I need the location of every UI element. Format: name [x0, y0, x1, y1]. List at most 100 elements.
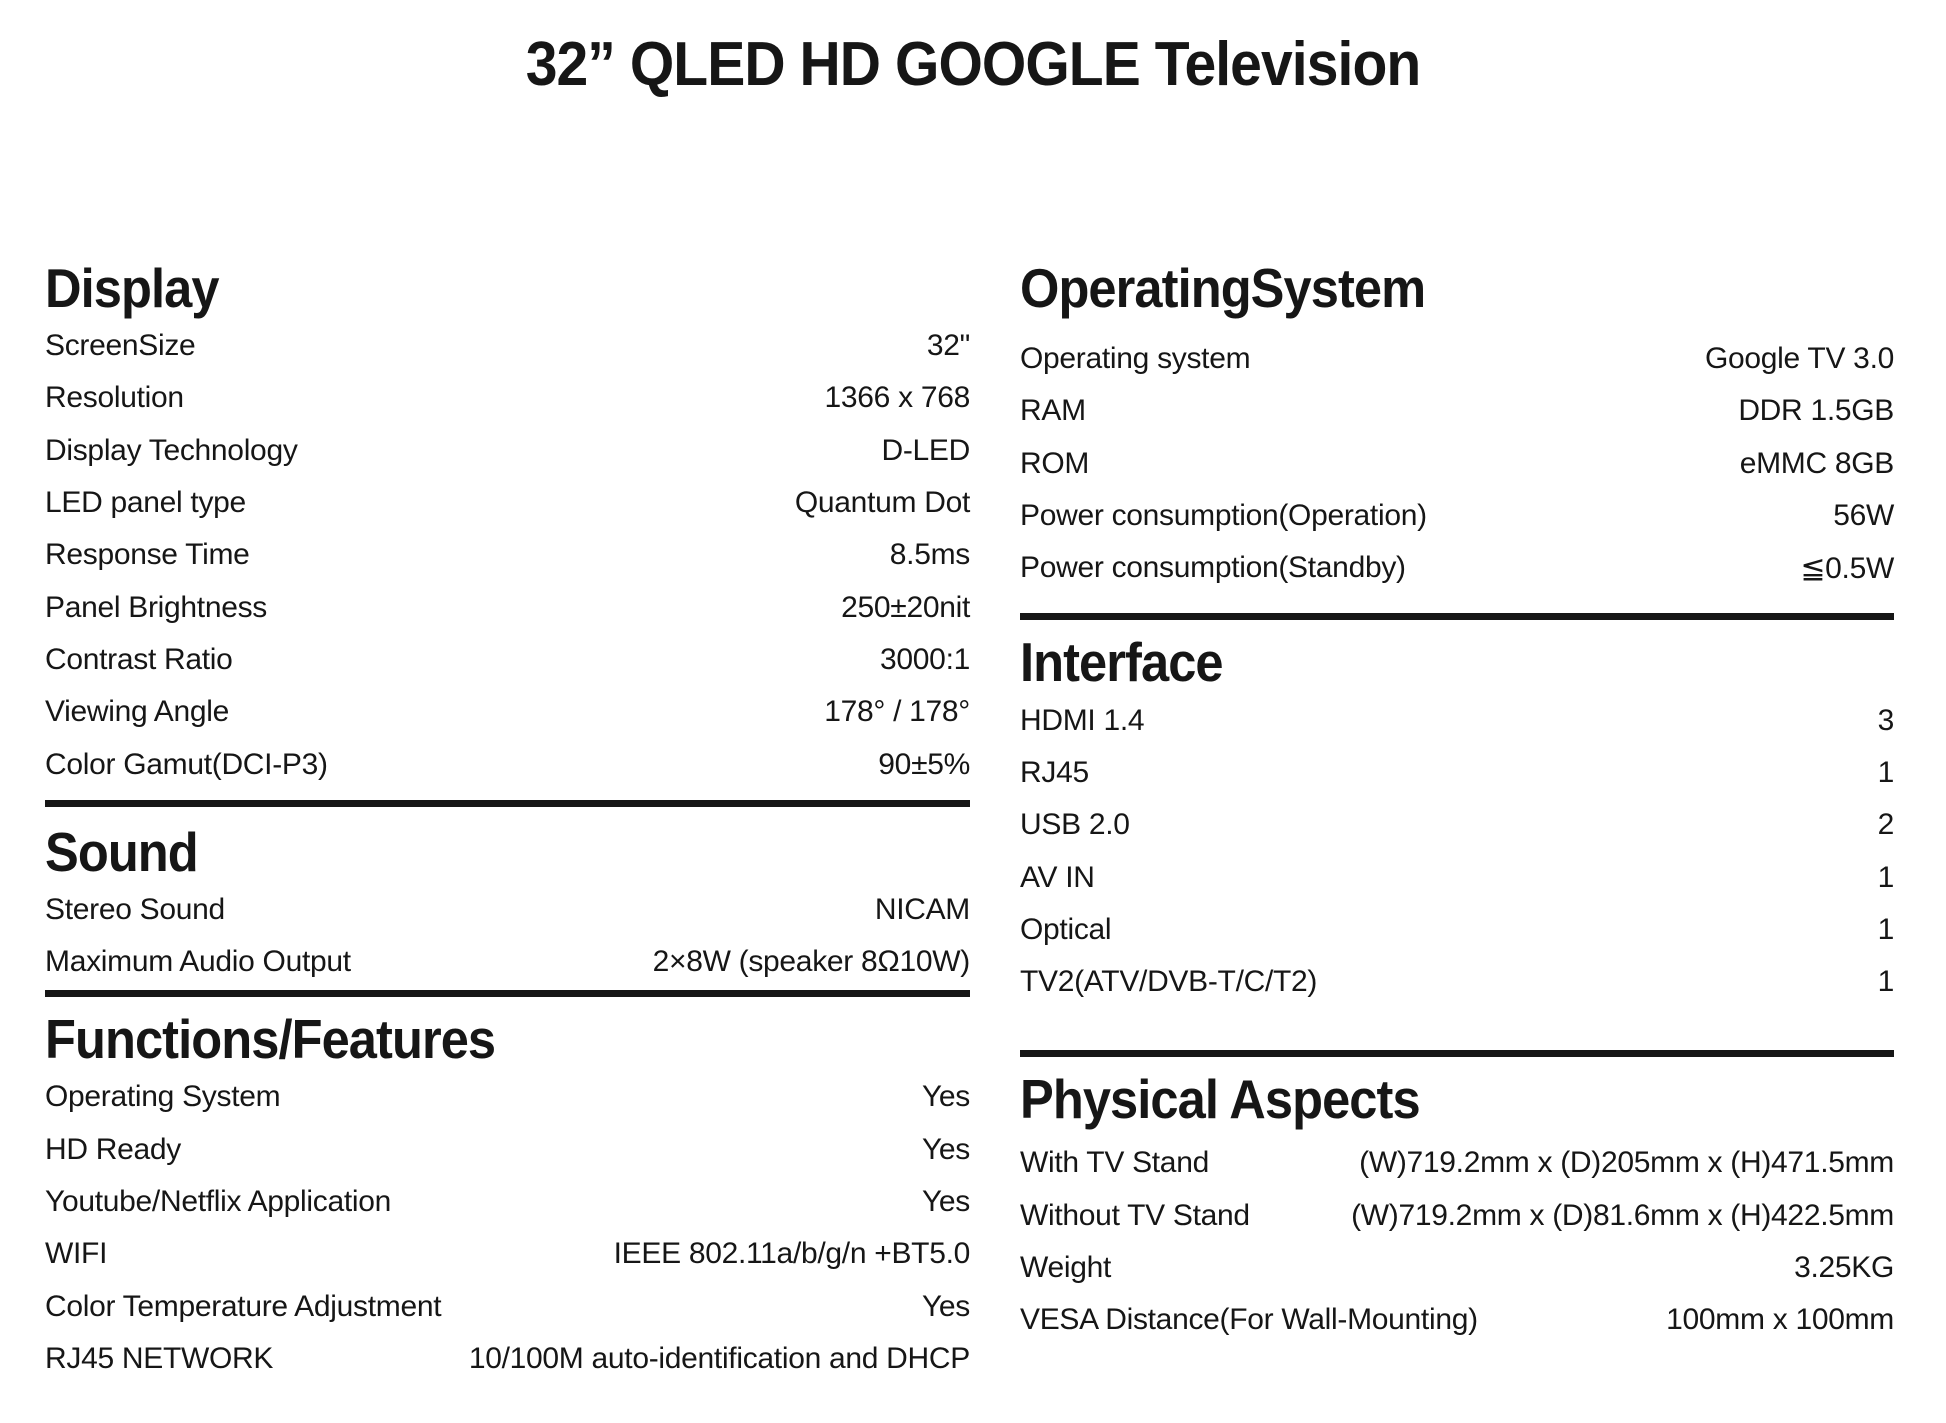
spec-label: Stereo Sound [45, 892, 225, 926]
spec-row: Color Gamut(DCI-P3) 90±5% [45, 738, 970, 790]
spec-label: With TV Stand [1020, 1146, 1209, 1180]
spec-value: 250±20nit [841, 590, 970, 624]
spec-row: Panel Brightness 250±20nit [45, 581, 970, 633]
spec-label: Color Gamut(DCI-P3) [45, 747, 328, 781]
spec-row: RJ45 1 [1020, 747, 1894, 799]
spec-value: (W)719.2mm x (D)205mm x (H)471.5mm [1359, 1146, 1894, 1180]
spec-value: Google TV 3.0 [1704, 342, 1894, 376]
divider [1020, 613, 1894, 621]
spec-row: Power consumption(Standby) ≦0.5W [1020, 542, 1894, 594]
spec-value: 1 [1877, 912, 1895, 946]
section-heading-interface: Interface [1020, 631, 1224, 694]
spec-label: HD Ready [45, 1132, 181, 1166]
spec-label: Resolution [45, 381, 184, 415]
spec-value: 56W [1833, 499, 1894, 533]
spec-row: Contrast Ratio 3000:1 [45, 634, 970, 686]
spec-value: 178° / 178° [824, 695, 970, 729]
spec-value: eMMC 8GB [1739, 446, 1895, 480]
spec-label: RAM [1020, 394, 1086, 428]
spec-row: ROM eMMC 8GB [1020, 438, 1894, 490]
spec-label: ROM [1020, 446, 1090, 480]
spec-label: RJ45 [1020, 755, 1089, 789]
spec-label: LED panel type [45, 486, 246, 520]
spec-label: Display Technology [45, 433, 298, 467]
spec-row: USB 2.0 2 [1020, 799, 1894, 851]
left-column: Display ScreenSize 32" Resolution 1366 x 76… [45, 0, 970, 1385]
spec-value: 100mm x 100mm [1666, 1303, 1894, 1337]
physical-aspects-rows: With TV Stand (W)719.2mm x (D)205mm x (H)… [1020, 1137, 1894, 1346]
spec-label: Weight [1020, 1251, 1112, 1284]
spec-value: 10/100M auto-identification and DHCP [468, 1341, 970, 1375]
spec-row: ScreenSize 32" [45, 320, 970, 372]
spec-row: Display Technology D-LED [45, 425, 970, 477]
spec-label: RJ45 NETWORK [45, 1341, 274, 1375]
section-heading-display: Display [45, 257, 219, 319]
spec-value: IEEE 802.11a/b/g/n +BT5.0 [613, 1237, 971, 1271]
spec-row: With TV Stand (W)719.2mm x (D)205mm x (H)… [1020, 1137, 1894, 1189]
spec-row: Optical 1 [1020, 904, 1894, 956]
spec-value: 1 [1877, 860, 1895, 894]
section-heading-sound: Sound [45, 820, 199, 883]
spec-row: Without TV Stand (W)719.2mm x (D)81.6mm x… [1020, 1190, 1894, 1242]
spec-label: WIFI [45, 1237, 108, 1271]
spec-row: RJ45 NETWORK 10/100M auto-identification … [45, 1333, 970, 1385]
spec-value: ≦0.5W [1800, 551, 1894, 585]
spec-label: TV2(ATV/DVB-T/C/T2) [1020, 965, 1318, 999]
spec-value: Quantum Dot [794, 486, 970, 520]
spec-value: 1 [1877, 755, 1895, 789]
spec-value: 8.5ms [889, 538, 971, 572]
spec-row: TV2(ATV/DVB-T/C/T2)1 [1020, 956, 1894, 1008]
spec-value: 1366 x 768 [824, 381, 971, 415]
spec-label: HDMI 1.4 [1020, 703, 1145, 737]
spec-row: Stereo Sound NICAM [45, 884, 970, 936]
spec-label: Response Time [45, 538, 250, 572]
spec-label: Optical [1020, 912, 1112, 946]
spec-row: Viewing Angle 178° / 178° [45, 686, 970, 738]
section-heading-physical-aspects: Physical Aspects [1020, 1068, 1421, 1131]
page-title: 32” QLED HD GOOGLE Television [525, 30, 1422, 99]
spec-label: Color Temperature Adjustment [45, 1289, 442, 1323]
spec-value: (W)719.2mm x (D)81.6mm x (H)422.5mm [1351, 1198, 1894, 1232]
spec-label: Panel Brightness [45, 590, 268, 624]
spec-label: Contrast Ratio [45, 642, 233, 676]
spec-value: NICAM [874, 892, 970, 926]
section-physical-aspects: Physical Aspects With TV Stand (W)719.2mm… [1020, 1067, 1894, 1346]
spec-value: 3000:1 [880, 642, 970, 676]
spec-value: 90±5% [878, 747, 970, 781]
spec-row: Maximum Audio Output 2×8W (speaker 8Ω10W) [45, 936, 970, 988]
spec-label: USB 2.0 [1020, 808, 1130, 842]
spec-value: Yes [921, 1185, 970, 1218]
spec-row: Resolution 1366 x 768 [45, 372, 970, 424]
spec-label: Power consumption(Standby) [1020, 551, 1406, 585]
section-heading-operating-system: OperatingSystem [1020, 257, 1426, 319]
spec-value: 2×8W (speaker 8Ω10W) [652, 945, 971, 979]
spec-label: VESA Distance(For Wall-Mounting) [1020, 1303, 1478, 1337]
spec-label: Maximum Audio Output [45, 945, 351, 979]
spec-label: Viewing Angle [45, 695, 230, 729]
spec-label: AV IN [1020, 860, 1095, 894]
spec-value: Yes [921, 1132, 970, 1166]
spec-value: 2 [1877, 808, 1895, 842]
section-display: Display ScreenSize 32" Resolution 1366 x 76… [45, 256, 970, 791]
spec-row: Response Time 8.5ms [45, 529, 970, 581]
spec-value: Yes [921, 1289, 970, 1323]
spec-row: HD Ready Yes [45, 1124, 970, 1176]
spec-row: Color Temperature Adjustment Yes [45, 1280, 970, 1332]
spec-row: AV IN 1 [1020, 851, 1894, 903]
spec-label: Without TV Stand [1020, 1198, 1250, 1232]
spec-row: Power consumption(Operation)56W [1020, 490, 1894, 542]
spec-label: Youtube/Netflix Application [45, 1185, 392, 1218]
spec-value: 32" [926, 329, 970, 363]
spec-value: D-LED [881, 433, 970, 467]
spec-label: ScreenSize [45, 329, 196, 363]
spec-row: VESA Distance(For Wall-Mounting) 100mm x … [1020, 1294, 1894, 1346]
